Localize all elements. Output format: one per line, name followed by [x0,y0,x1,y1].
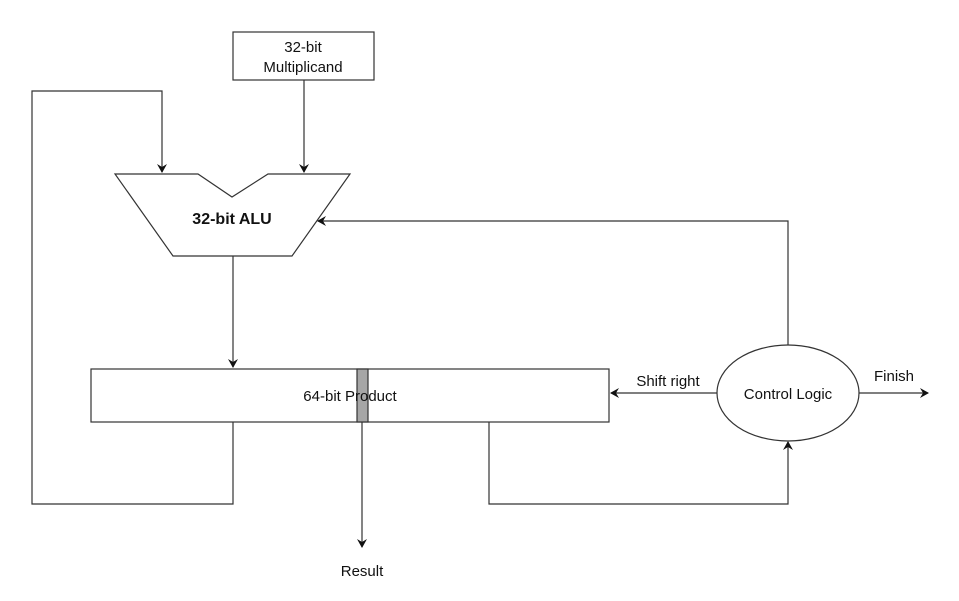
multiplicand-label-line1: 32-bit [284,39,322,56]
shift-right-label: Shift right [636,373,700,390]
multiplicand-box [232,31,375,81]
product-to-alu-feedback-arrow [31,90,234,505]
control-logic-label: Control Logic [744,386,833,403]
multiplicand-label-line2: Multiplicand [263,59,342,76]
product-box [90,368,610,423]
result-label: Result [341,563,384,580]
product-to-control-arrow [488,422,793,505]
control-to-alu-arrow [317,216,789,345]
alu: 32-bit ALU [113,173,352,257]
finish-label: Finish [874,368,914,385]
product-register: 64-bit Product [90,368,610,423]
alu-label: 32-bit ALU [192,211,271,228]
alu-shape [113,173,352,257]
product-label: 64-bit Product [303,388,397,405]
control-logic: Control Logic [716,344,860,442]
multiplicand-register: 32-bit Multiplicand [232,31,375,81]
